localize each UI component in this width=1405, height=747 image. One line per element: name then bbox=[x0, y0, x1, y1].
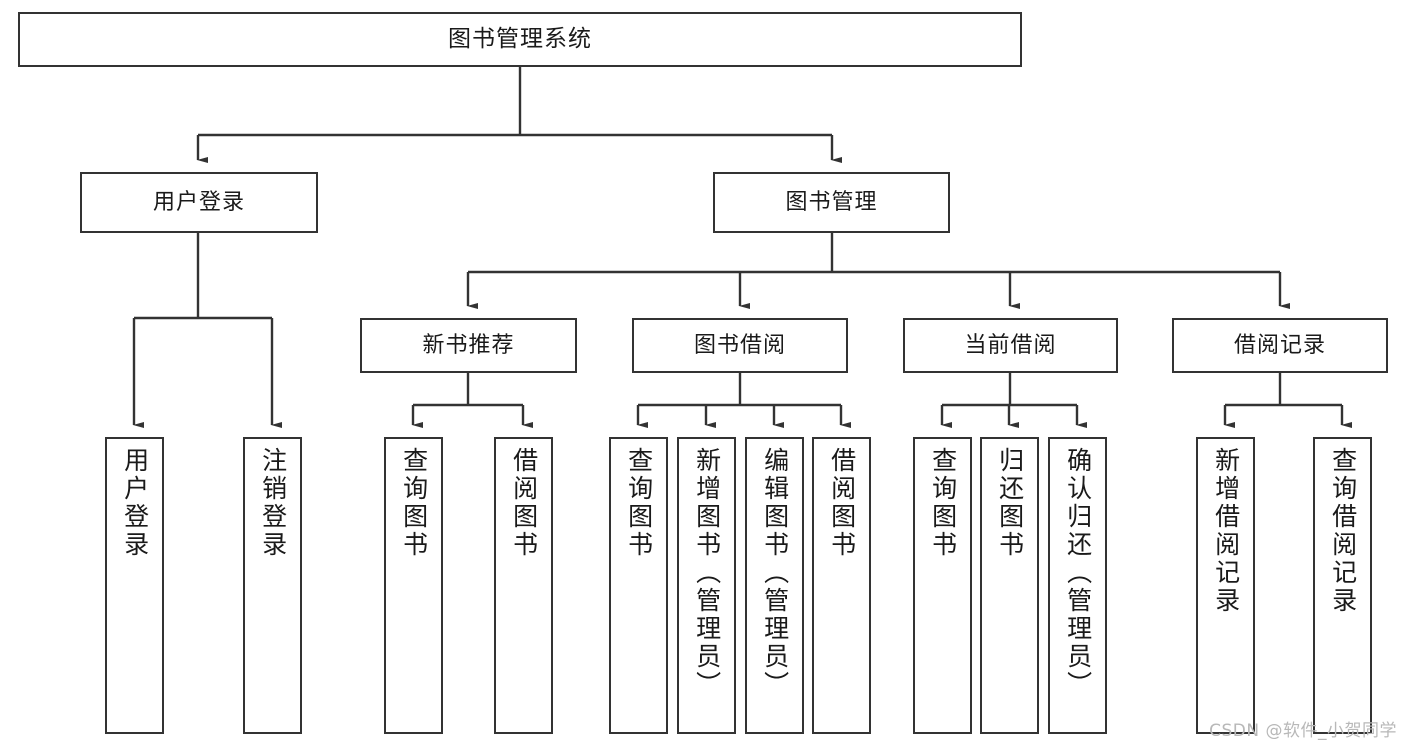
node-label: 注销登录 bbox=[258, 447, 288, 559]
node-new-book-recommend[interactable]: 新书推荐 bbox=[360, 318, 577, 373]
node-root-book-management-system[interactable]: 图书管理系统 bbox=[18, 12, 1022, 67]
node-label: 查询图书 bbox=[399, 447, 429, 559]
node-label: 新增图书（管理员） bbox=[692, 447, 722, 699]
leaf-current-borrow-return-book[interactable]: 归还图书 bbox=[980, 437, 1039, 734]
node-label: 用户登录 bbox=[120, 447, 150, 559]
node-label: 借阅记录 bbox=[1233, 332, 1326, 358]
node-label: 确认归还（管理员） bbox=[1063, 447, 1093, 699]
node-current-borrow[interactable]: 当前借阅 bbox=[903, 318, 1118, 373]
leaf-current-borrow-query-book[interactable]: 查询图书 bbox=[913, 437, 972, 734]
node-label: 查询图书 bbox=[928, 447, 958, 559]
node-user-login[interactable]: 用户登录 bbox=[80, 172, 318, 233]
node-label: 借阅图书 bbox=[827, 447, 857, 559]
leaf-book-borrow-add-book-admin[interactable]: 新增图书（管理员） bbox=[677, 437, 736, 734]
node-label: 图书管理 bbox=[785, 189, 878, 215]
node-label: 编辑图书（管理员） bbox=[760, 447, 790, 699]
node-book-borrow[interactable]: 图书借阅 bbox=[632, 318, 848, 373]
leaf-current-borrow-confirm-return-admin[interactable]: 确认归还（管理员） bbox=[1048, 437, 1107, 734]
leaf-borrow-records-add-record[interactable]: 新增借阅记录 bbox=[1196, 437, 1255, 734]
node-book-management[interactable]: 图书管理 bbox=[713, 172, 950, 233]
leaf-new-book-borrow-book[interactable]: 借阅图书 bbox=[494, 437, 553, 734]
node-label: 图书借阅 bbox=[693, 332, 786, 358]
leaf-user-login-login[interactable]: 用户登录 bbox=[105, 437, 164, 734]
node-label: 归还图书 bbox=[995, 447, 1025, 559]
leaf-book-borrow-edit-book-admin[interactable]: 编辑图书（管理员） bbox=[745, 437, 804, 734]
leaf-new-book-query-book[interactable]: 查询图书 bbox=[384, 437, 443, 734]
leaf-user-login-logout[interactable]: 注销登录 bbox=[243, 437, 302, 734]
leaf-borrow-records-query-record[interactable]: 查询借阅记录 bbox=[1313, 437, 1372, 734]
leaf-book-borrow-borrow-book[interactable]: 借阅图书 bbox=[812, 437, 871, 734]
leaf-book-borrow-query-book[interactable]: 查询图书 bbox=[609, 437, 668, 734]
node-label: 新书推荐 bbox=[422, 332, 515, 358]
node-label: 查询借阅记录 bbox=[1328, 447, 1358, 615]
node-label: 图书管理系统 bbox=[448, 26, 592, 53]
node-label: 用户登录 bbox=[152, 189, 245, 215]
node-label: 新增借阅记录 bbox=[1211, 447, 1241, 615]
node-label: 借阅图书 bbox=[509, 447, 539, 559]
node-borrow-records[interactable]: 借阅记录 bbox=[1172, 318, 1388, 373]
node-label: 查询图书 bbox=[624, 447, 654, 559]
node-label: 当前借阅 bbox=[964, 332, 1057, 358]
